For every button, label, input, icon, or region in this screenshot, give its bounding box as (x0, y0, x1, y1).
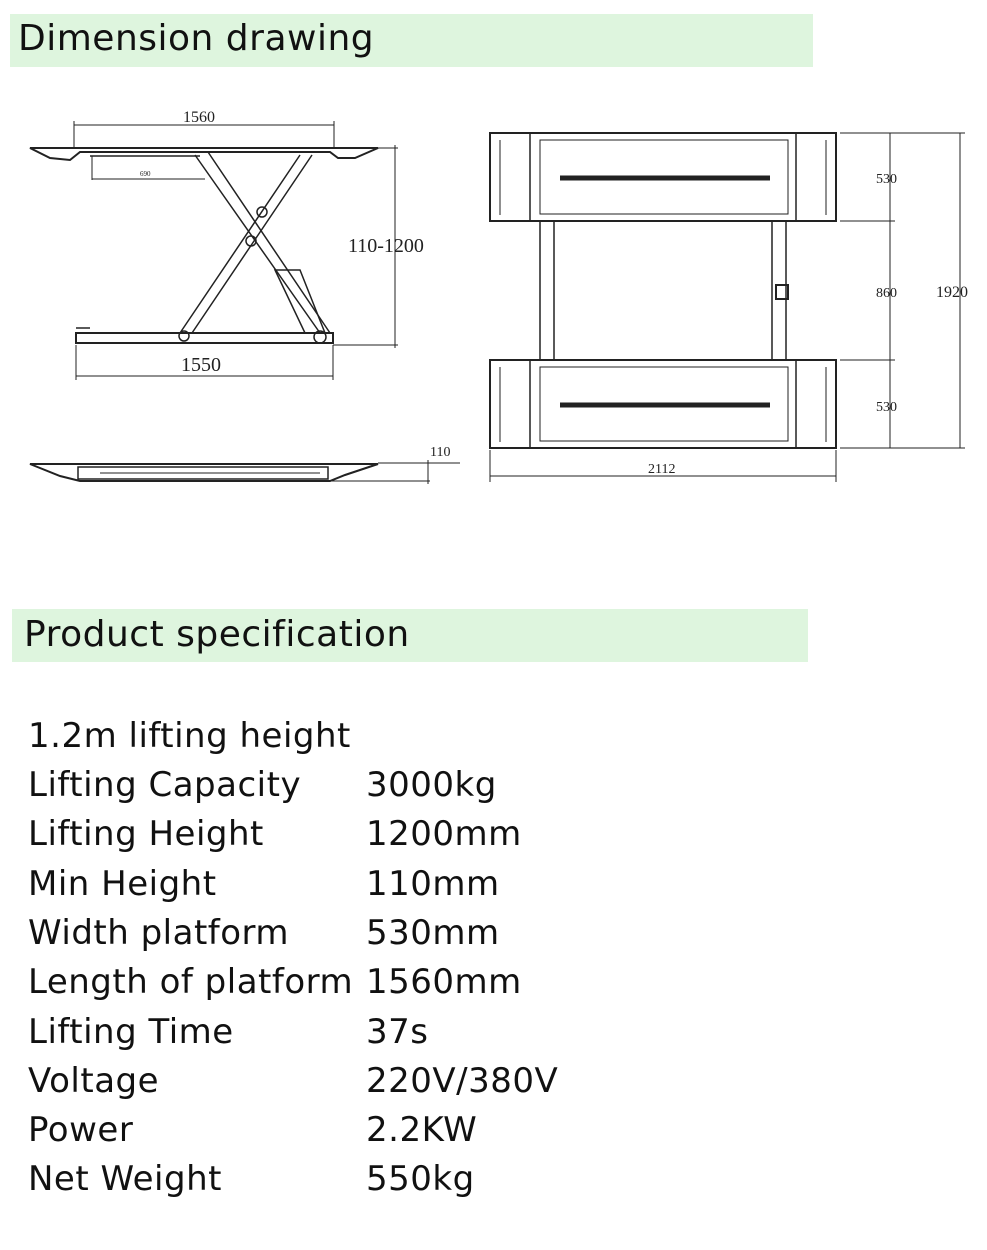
section-title: Product specification (24, 614, 410, 655)
dim-inner: 690 (140, 170, 151, 178)
dimension-drawing-header: Dimension drawing (10, 14, 813, 67)
spec-value: 37s (366, 1011, 429, 1052)
side-view-lowered: 110 (29, 445, 460, 484)
spec-value: 3000kg (366, 765, 497, 805)
spec-label: Width platform (28, 912, 290, 953)
dimension-drawing: 1560 690 110-1200 1550 110 (29, 109, 968, 484)
top-view: 530 860 530 1920 2112 (489, 132, 968, 482)
product-specification-header: Product specification (12, 609, 808, 662)
spec-label: Lifting Capacity (28, 765, 302, 805)
dim-platform-1: 530 (876, 172, 897, 187)
spec-label: Min Height (28, 863, 217, 904)
side-view-raised: 1560 690 110-1200 1550 (29, 109, 424, 380)
dim-min-height: 110 (430, 445, 450, 460)
dim-total-width: 1920 (936, 284, 968, 301)
spec-label: Net Weight (28, 1159, 222, 1200)
spec-value: 1200mm (366, 814, 522, 855)
spec-value: 110mm (366, 863, 500, 904)
spec-value: 1560mm (366, 962, 522, 1003)
spec-value: 2.2KW (366, 1110, 478, 1151)
spec-value: 220V/380V (366, 1060, 559, 1101)
dim-base-length: 1550 (181, 354, 221, 376)
spec-value: 550kg (366, 1159, 475, 1200)
spec-label: Lifting Time (28, 1011, 234, 1052)
spec-label: Length of platform (28, 962, 354, 1003)
dim-total-length: 2112 (648, 462, 675, 477)
dim-height-range: 110-1200 (348, 235, 424, 257)
spec-label: Voltage (28, 1060, 160, 1101)
dim-gap: 860 (876, 286, 897, 301)
spec-label: Power (28, 1110, 134, 1151)
dim-platform-2: 530 (876, 400, 897, 415)
spec-label: Lifting Height (28, 814, 264, 855)
dim-top-length: 1560 (183, 109, 215, 126)
spec-headline: 1.2m lifting height (28, 716, 351, 756)
section-title: Dimension drawing (18, 18, 375, 59)
spec-value: 530mm (366, 912, 500, 953)
